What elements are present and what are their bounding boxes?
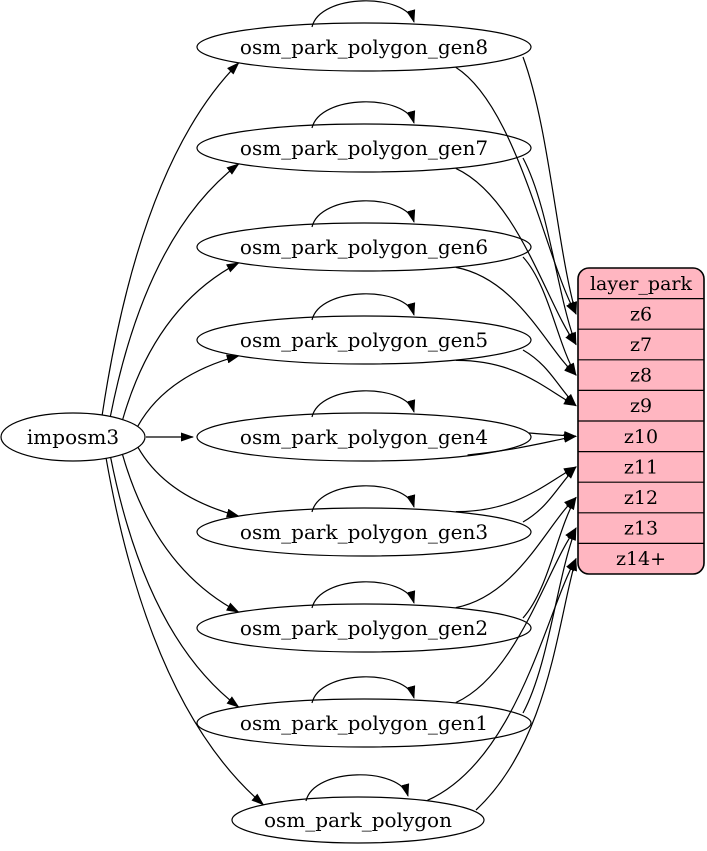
edge-osm_park_polygon_gen2-to-z12 [455,496,577,609]
node-label-osm_park_polygon_gen3: osm_park_polygon_gen3 [240,520,488,544]
edge-osm_park_polygon_gen1-to-z13 [455,527,577,704]
edge-osm_park_polygon_gen3-to-z11 [455,466,577,513]
node-label-osm_park_polygon_gen6: osm_park_polygon_gen6 [240,235,488,259]
self-loop-osm_park_polygon [305,774,410,802]
table-node-imposm3: imposm3 [0,412,146,462]
self-loop-osm_park_polygon_gen5 [311,293,416,321]
self-loop-osm_park_polygon_gen1 [311,676,416,704]
edge-imposm3-to-osm_park_polygon_gen8 [101,62,240,416]
self-loop-osm_park_polygon_gen2 [311,581,416,609]
layer-row-z6: z6 [630,303,652,325]
edge-osm_park_polygon_gen8-to-z6 [455,66,577,315]
layer-row-z8: z8 [630,365,652,387]
edge-osm_park_polygon_gen5-to-z9 [455,359,577,407]
node-label-osm_park_polygon_gen8: osm_park_polygon_gen8 [240,35,488,59]
self-loop-osm_park_polygon_gen8 [311,0,416,28]
edge-imposm3-to-osm_park_polygon_gen2 [121,454,240,613]
edge-osm_park_polygon_gen7-to-z7 [522,157,577,346]
node-ellipse-osm_park_polygon_gen4 [196,412,532,462]
table-node-osm_park_polygon_gen7: osm_park_polygon_gen7 [196,123,532,173]
node-label-osm_park_polygon_gen5: osm_park_polygon_gen5 [240,328,488,352]
edge-osm_park_polygon_gen6-to-z8 [522,256,577,376]
node-ellipse-imposm3 [0,412,146,462]
self-loop-osm_park_polygon_gen7 [311,101,416,129]
edge-osm_park_polygon_gen1-to-z13 [522,527,577,714]
layer-table: layer_park z6 z7 z8 z9 z10 z11 z12 z13 z14+ [577,267,705,575]
edge-osm_park_polygon_gen8-to-z6 [522,56,578,315]
edge-osm_park_polygon_gen2-to-z12 [522,496,577,619]
table-node-osm_park_polygon_gen1: osm_park_polygon_gen1 [196,698,532,748]
edge-osm_park_polygon_gen7-to-z7 [455,167,577,346]
node-label-osm_park_polygon_gen7: osm_park_polygon_gen7 [240,136,488,160]
table-node-osm_park_polygon_gen5: osm_park_polygon_gen5 [196,315,532,365]
self-loop-osm_park_polygon_gen6 [311,200,416,228]
layer-row-z14+: z14+ [616,548,666,570]
edge-imposm3-to-osm_park_polygon_gen5 [137,354,240,427]
layer-row-z12: z12 [624,487,658,509]
table-node-osm_park_polygon_gen3: osm_park_polygon_gen3 [196,507,532,557]
edge-imposm3-to-osm_park_polygon_gen7 [109,163,240,417]
node-label-osm_park_polygon_gen2: osm_park_polygon_gen2 [240,616,488,640]
layer-table-title: layer_park [590,273,693,295]
edge-imposm3-to-osm_park_polygon_gen6 [122,262,240,420]
table-node-osm_park_polygon: osm_park_polygon [231,796,485,844]
edge-imposm3-to-osm_park_polygon_gen1 [110,457,240,708]
node-ellipse-osm_park_polygon_gen1 [196,698,532,748]
edge-osm_park_polygon-to-z14+ [475,557,577,811]
table-node-osm_park_polygon_gen2: osm_park_polygon_gen2 [196,603,532,653]
node-ellipse-osm_park_polygon_gen8 [196,22,532,72]
node-label-osm_park_polygon_gen1: osm_park_polygon_gen1 [240,711,488,735]
node-ellipse-osm_park_polygon_gen7 [196,123,532,173]
edge-osm_park_polygon_gen4-to-z10 [467,433,577,456]
edge-imposm3-to-osm_park_polygon [105,458,265,806]
layer-row-z13: z13 [624,518,658,540]
table-node-osm_park_polygon_gen8: osm_park_polygon_gen8 [196,22,532,72]
self-loop-osm_park_polygon_gen4 [311,390,416,418]
layer-row-z9: z9 [630,395,652,417]
node-label-osm_park_polygon_gen4: osm_park_polygon_gen4 [240,425,488,449]
node-ellipse-osm_park_polygon_gen5 [196,315,532,365]
layer-row-z7: z7 [630,334,652,356]
edge-osm_park_polygon_gen6-to-z8 [455,266,577,376]
node-ellipse-osm_park_polygon_gen6 [196,222,532,272]
node-label-imposm3: imposm3 [27,425,119,449]
table-node-osm_park_polygon_gen4: osm_park_polygon_gen4 [196,412,532,462]
node-ellipse-osm_park_polygon [231,796,485,844]
node-ellipse-osm_park_polygon_gen2 [196,603,532,653]
self-loop-osm_park_polygon_gen3 [311,485,416,513]
layer-row-z10: z10 [624,426,658,448]
edge-osm_park_polygon-to-z14+ [427,557,577,801]
node-label-osm_park_polygon: osm_park_polygon [264,808,452,832]
layer-row-z11: z11 [624,456,658,478]
table-node-osm_park_polygon_gen6: osm_park_polygon_gen6 [196,222,532,272]
edge-imposm3-to-osm_park_polygon_gen3 [137,447,240,518]
node-ellipse-osm_park_polygon_gen3 [196,507,532,557]
